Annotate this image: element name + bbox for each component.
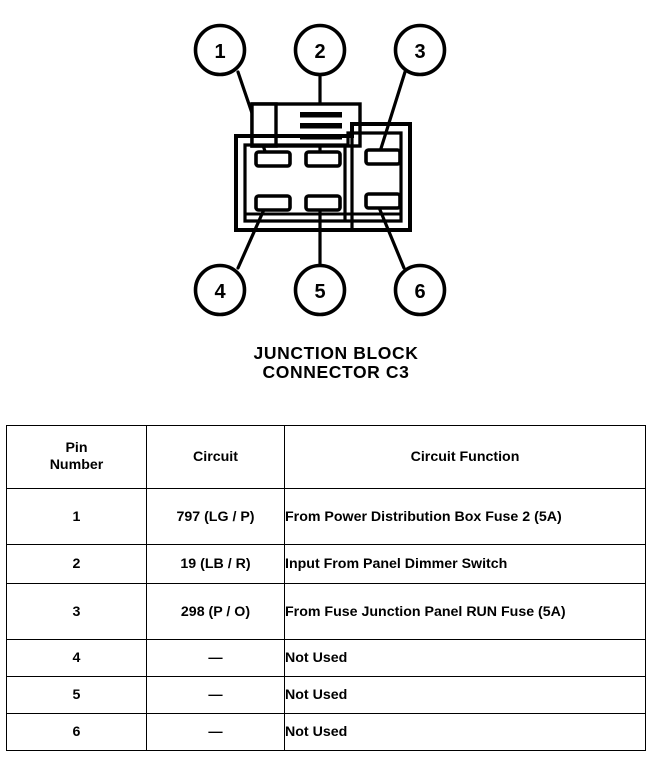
callout-circle-4: [193, 263, 247, 317]
pin-cavities-top-row: [254, 148, 402, 168]
diagram-title-line-2: CONNECTOR C3: [262, 362, 410, 382]
cell-circuit-function: From Power Distribution Box Fuse 2 (5A): [284, 488, 646, 545]
cell-circuit-function: Not Used: [284, 713, 646, 751]
callout-5: 5: [293, 263, 347, 317]
pin-cavity-3: [364, 148, 402, 166]
callout-label-6: 6: [414, 281, 425, 303]
cell-circuit-function: Input From Panel Dimmer Switch: [284, 544, 646, 584]
cell-circuit: 797 (LG / P): [146, 488, 285, 545]
cell-circuit: —: [146, 639, 285, 677]
leader-lines: [236, 70, 407, 270]
callout-1: 1: [193, 23, 247, 77]
cell-circuit-function: Not Used: [284, 639, 646, 677]
cell-pin-number: 4: [6, 639, 147, 677]
cell-circuit: —: [146, 676, 285, 714]
table-row: 5 — Not Used: [6, 676, 646, 714]
table-row: 3 298 (P / O) From Fuse Junction Panel R…: [6, 583, 646, 640]
cell-circuit: 19 (LB / R): [146, 544, 285, 584]
table-row: 6 — Not Used: [6, 713, 646, 751]
leader-line-3: [376, 70, 407, 160]
cell-circuit: —: [146, 713, 285, 751]
column-header-circuit-function: Circuit Function: [284, 425, 646, 489]
callout-2: 2: [293, 23, 347, 77]
cell-pin-number: 1: [6, 488, 147, 545]
table-row: 4 — Not Used: [6, 639, 646, 677]
table-row: 1 797 (LG / P) From Power Distribution B…: [6, 488, 646, 545]
column-header-pin-number: Pin Number: [6, 425, 147, 489]
diagram-title-line-1: JUNCTION BLOCK: [253, 343, 419, 363]
callout-label-3: 3: [414, 41, 425, 63]
diagram-title: JUNCTION BLOCK CONNECTOR C3: [0, 344, 672, 382]
cell-circuit: 298 (P / O): [146, 583, 285, 640]
column-header-pin-number-line-1: Pin: [65, 440, 88, 456]
connector-body: [234, 102, 412, 232]
cell-circuit-function: From Fuse Junction Panel RUN Fuse (5A): [284, 583, 646, 640]
pin-cavities-bottom-row: [254, 192, 402, 212]
connector-diagram-svg: 1 2 3 4 5: [193, 23, 447, 317]
callout-label-1: 1: [214, 41, 225, 63]
column-header-pin-number-line-2: Number: [49, 457, 104, 473]
table-body: 1 797 (LG / P) From Power Distribution B…: [6, 488, 646, 751]
table-row: 2 19 (LB / R) Input From Panel Dimmer Sw…: [6, 544, 646, 584]
callout-circle-2: [293, 23, 347, 77]
callout-3: 3: [393, 23, 447, 77]
cell-circuit-function: Not Used: [284, 676, 646, 714]
cell-pin-number: 2: [6, 544, 147, 584]
column-header-circuit-label: Circuit: [193, 448, 238, 465]
tab-slot-1: [300, 112, 342, 118]
column-header-circuit: Circuit: [146, 425, 285, 489]
pin-cavity-2: [304, 150, 342, 168]
callout-circles: 1 2 3 4 5: [193, 23, 447, 317]
callout-6: 6: [393, 263, 447, 317]
callout-circle-1: [193, 23, 247, 77]
pin-cavity-1: [254, 150, 292, 168]
cell-pin-number: 3: [6, 583, 147, 640]
pin-cavity-4: [254, 194, 292, 212]
callout-circle-3: [393, 23, 447, 77]
tab-slot-2: [300, 123, 342, 129]
column-header-circuit-function-label: Circuit Function: [410, 448, 520, 465]
pin-cavity-6: [364, 192, 402, 210]
pin-assignment-table: Pin Number Circuit Circuit Function 1 79…: [6, 425, 646, 751]
callout-circle-5: [293, 263, 347, 317]
callout-circle-6: [393, 263, 447, 317]
pin-cavity-5: [304, 194, 342, 212]
connector-inner-wall: [243, 131, 403, 223]
callout-4: 4: [193, 263, 247, 317]
callout-label-2: 2: [314, 41, 325, 63]
table-header-row: Pin Number Circuit Circuit Function: [6, 425, 646, 489]
cell-pin-number: 5: [6, 676, 147, 714]
callout-label-4: 4: [214, 281, 226, 303]
cell-pin-number: 6: [6, 713, 147, 751]
connector-diagram: 1 2 3 4 5: [193, 23, 447, 317]
table-header: Pin Number Circuit Circuit Function: [6, 425, 646, 489]
connector-tab-left-riser: [250, 102, 278, 148]
callout-label-5: 5: [314, 281, 325, 303]
